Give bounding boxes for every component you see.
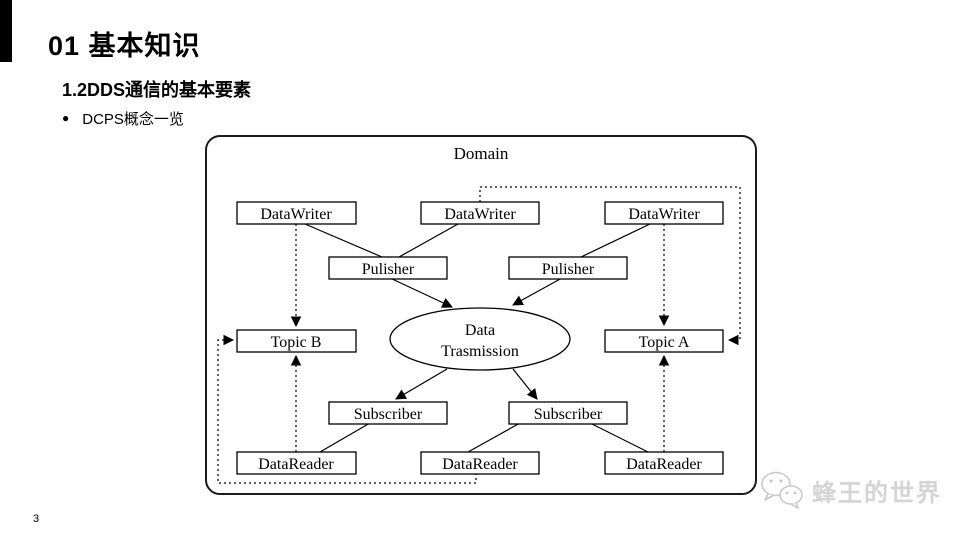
bullet-row: ● DCPS概念一览 [62,108,184,129]
line-subscriber1-reader1 [319,422,371,453]
dotted-reader2-topicb [217,334,477,484]
node-data-transmission [389,307,571,371]
label-transmission-line2: Trasmission [441,343,519,360]
node-labels: DataWriter DataWriter DataWriter Pulishe… [258,206,702,473]
line-subscriber2-reader3 [589,422,649,453]
node-datawriter-3 [604,201,724,225]
bullet-label: DCPS概念一览 [82,111,184,128]
arrow-publisher1-transmission [389,277,453,308]
line-subscriber2-reader2 [467,422,521,453]
label-publisher-2: Pulisher [542,261,595,278]
label-topic-a: Topic A [639,334,690,351]
line-writer2-publisher1 [398,223,459,258]
domain-container [205,135,757,495]
arrow-publisher2-transmission [512,277,563,306]
label-datawriter-3: DataWriter [628,206,700,223]
bullet-icon: ● [62,111,70,125]
topic-dotted-arrows [217,186,741,484]
node-datareader-3 [604,451,724,475]
node-subscriber-1 [328,401,448,425]
connector-lines [304,223,651,453]
label-subscriber-1: Subscriber [354,406,423,423]
label-datareader-3: DataReader [626,456,702,473]
watermark-label: 蜂王的世界 [812,479,942,507]
page-number: 3 [33,513,40,525]
node-datawriter-1 [236,201,357,225]
node-publisher-2 [508,256,628,280]
node-subscriber-2 [508,401,628,425]
node-topic-b [236,329,357,353]
line-writer3-publisher2 [580,223,651,258]
node-topic-a [604,329,724,353]
page-title: 01 基本知识 [48,31,201,61]
label-datareader-1: DataReader [258,456,334,473]
label-datawriter-1: DataWriter [260,206,332,223]
node-datareader-2 [420,451,540,475]
watermark: 蜂王的世界 [758,470,942,510]
label-transmission-line1: Data [465,322,495,339]
title-accent-bar [0,0,12,62]
label-datareader-2: DataReader [442,456,518,473]
node-boxes [236,201,724,475]
node-publisher-1 [328,256,448,280]
domain-label: Domain [454,144,509,163]
node-datareader-1 [236,451,357,475]
dotted-writer2-topica [479,186,741,346]
label-datawriter-2: DataWriter [444,206,516,223]
wechat-bubbles-icon [761,471,803,509]
node-datawriter-2 [420,201,540,225]
label-subscriber-2: Subscriber [534,406,603,423]
section-subtitle: 1.2DDS通信的基本要素 [62,80,252,100]
label-topic-b: Topic B [271,334,322,351]
line-writer1-publisher1 [304,223,383,258]
arrow-transmission-subscriber1 [395,368,448,400]
transmission-arrows [389,277,563,400]
label-publisher-1: Pulisher [362,261,415,278]
arrow-transmission-subscriber2 [512,368,538,400]
